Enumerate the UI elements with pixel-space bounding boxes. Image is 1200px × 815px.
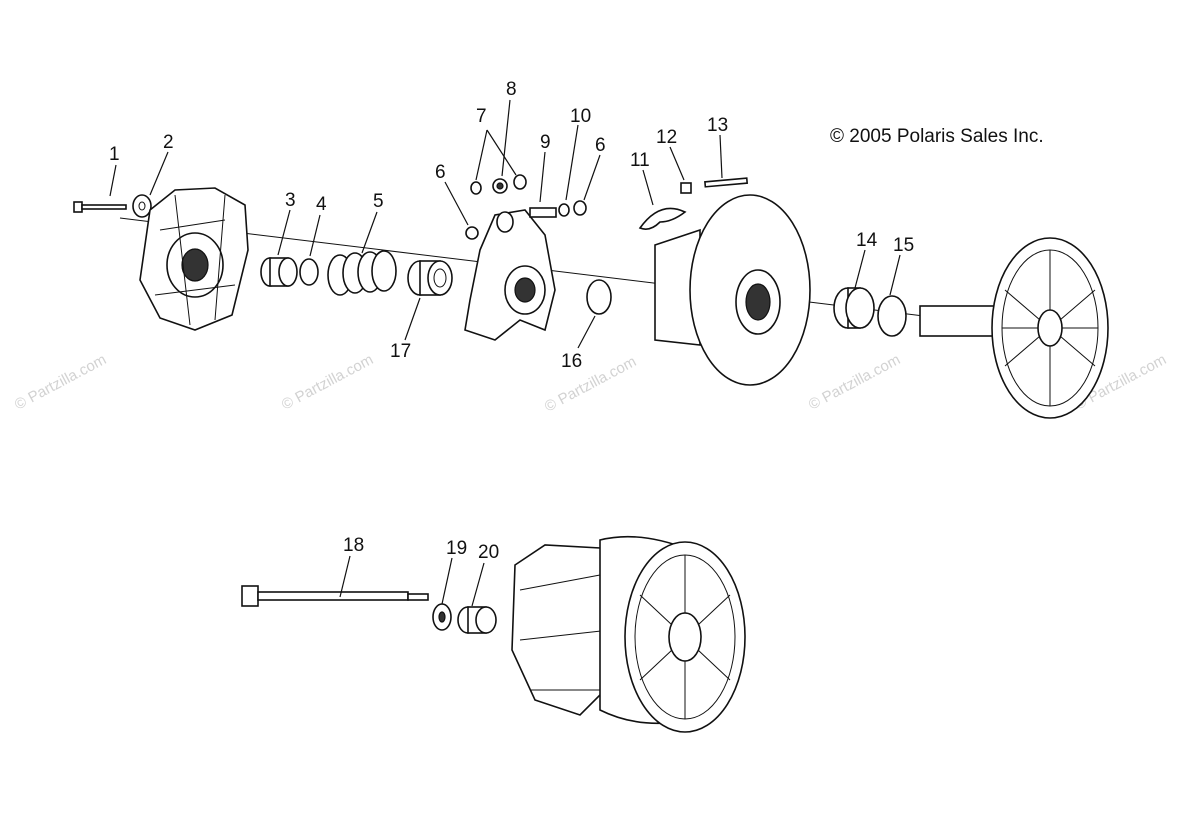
watermark: © Partzilla.com [279, 351, 376, 413]
watermark: © Partzilla.com [806, 351, 903, 413]
part-bushing-large [833, 287, 875, 329]
callout-16: 16 [561, 351, 582, 372]
callout-12: 12 [656, 127, 677, 148]
part-small-hardware [465, 174, 587, 240]
part-washer [132, 194, 152, 218]
part-spacer [457, 606, 497, 634]
callout-labels: 1 2 3 4 5 6 7 8 9 10 6 11 12 13 14 15 16… [109, 79, 914, 563]
part-spider-arm [464, 209, 556, 341]
part-moveable-sheave [654, 194, 811, 386]
part-ring [299, 258, 319, 286]
part-sleeve [407, 260, 453, 296]
callout-7: 7 [476, 106, 487, 127]
leader-lines [109, 99, 901, 607]
part-flyweight [638, 207, 687, 230]
callout-14: 14 [856, 230, 878, 251]
callout-9: 9 [540, 132, 551, 153]
part-washer-lower [432, 603, 452, 631]
callout-6: 6 [435, 162, 446, 183]
part-nut [680, 182, 692, 194]
part-spring [327, 250, 397, 296]
part-fixed-sheave [919, 237, 1109, 419]
callout-11: 11 [630, 150, 650, 171]
callout-18: 18 [343, 535, 364, 556]
watermark: © Partzilla.com [12, 351, 109, 413]
callout-17: 17 [390, 341, 411, 362]
callout-20: 20 [478, 542, 499, 563]
part-seal [877, 295, 907, 337]
callout-6b: 6 [595, 135, 606, 156]
callout-1: 1 [109, 144, 120, 165]
callout-2: 2 [163, 132, 174, 153]
callout-3: 3 [285, 190, 296, 211]
copyright-notice: © 2005 Polaris Sales Inc. [830, 126, 1044, 147]
watermark: © Partzilla.com [542, 353, 639, 415]
part-bolt [73, 201, 127, 213]
callout-4: 4 [316, 194, 327, 215]
part-assembled-clutch [511, 535, 746, 733]
part-long-bolt [241, 585, 429, 607]
callout-8: 8 [506, 79, 517, 100]
part-spider-cover [139, 187, 249, 331]
part-pin [704, 177, 749, 188]
callout-15: 15 [893, 235, 914, 256]
callout-13: 13 [707, 115, 728, 136]
callout-5: 5 [373, 191, 384, 212]
part-bushing [260, 257, 298, 287]
part-o-ring [586, 279, 612, 315]
callout-10: 10 [570, 106, 591, 127]
callout-19: 19 [446, 538, 467, 559]
